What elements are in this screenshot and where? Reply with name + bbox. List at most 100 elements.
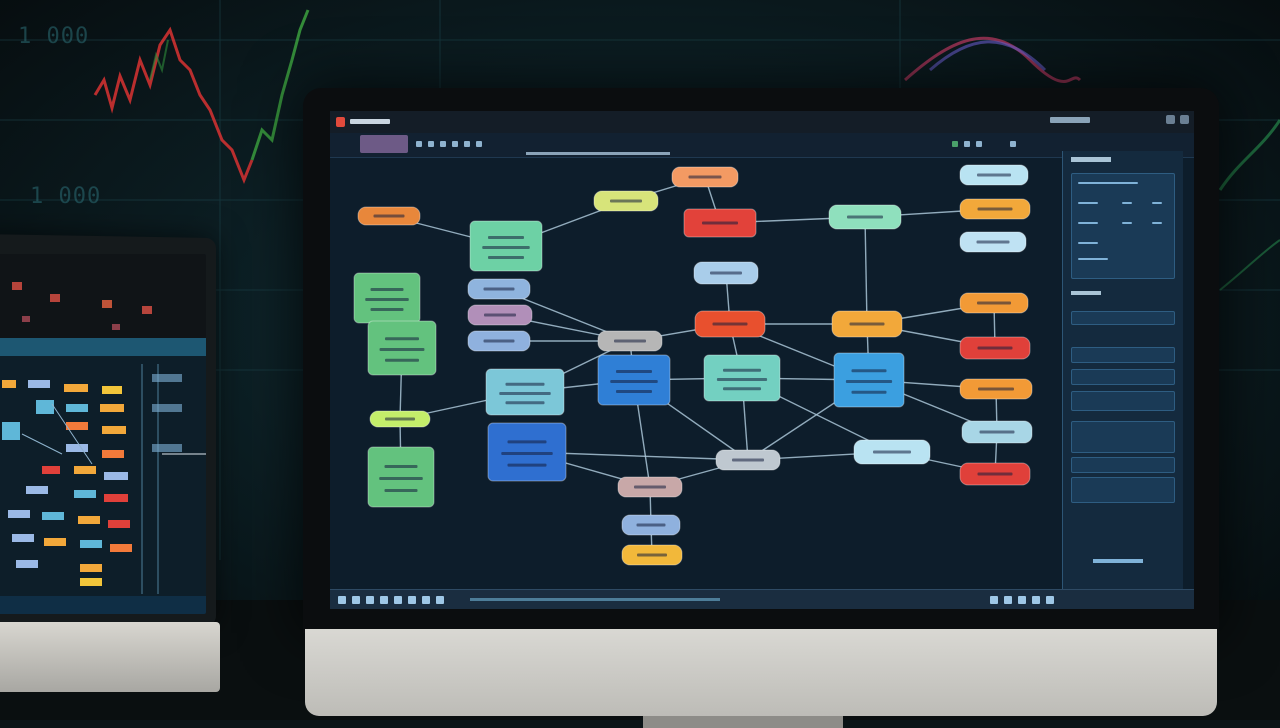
- status-icon[interactable]: [408, 596, 416, 604]
- diagram-node[interactable]: [367, 320, 437, 376]
- monitor-screen: [330, 111, 1194, 609]
- diagram-node-label: [370, 308, 404, 311]
- toolbar-icon[interactable]: [976, 141, 982, 147]
- diagram-node[interactable]: [961, 420, 1033, 444]
- panel-row[interactable]: [1071, 457, 1175, 473]
- status-icon[interactable]: [352, 596, 360, 604]
- status-icon[interactable]: [380, 596, 388, 604]
- horizontal-scrollbar[interactable]: [526, 152, 670, 155]
- diagram-node[interactable]: [715, 449, 781, 471]
- diagram-node[interactable]: [597, 354, 671, 406]
- diagram-node-label: [610, 380, 658, 383]
- diagram-canvas[interactable]: [330, 157, 1058, 589]
- tab-active[interactable]: [360, 135, 408, 153]
- toolbar-icon[interactable]: [464, 141, 470, 147]
- diagram-node[interactable]: [959, 336, 1031, 360]
- toolbar-icon[interactable]: [428, 141, 434, 147]
- diagram-node-label: [370, 288, 404, 291]
- diagram-node[interactable]: [828, 204, 902, 230]
- diagram-node[interactable]: [593, 190, 659, 212]
- diagram-node[interactable]: [833, 352, 905, 408]
- diagram-node[interactable]: [487, 422, 567, 482]
- status-icon[interactable]: [1018, 596, 1026, 604]
- panel-footer: [1093, 559, 1143, 563]
- diagram-node[interactable]: [485, 368, 565, 416]
- diagram-node[interactable]: [617, 476, 683, 498]
- title-bar: [330, 111, 1194, 134]
- diagram-node-label: [385, 358, 419, 362]
- diagram-node[interactable]: [959, 292, 1029, 314]
- diagram-node[interactable]: [831, 310, 903, 338]
- diagram-node[interactable]: [467, 330, 531, 352]
- diagram-node[interactable]: [671, 166, 739, 188]
- diagram-node[interactable]: [369, 410, 431, 428]
- diagram-node[interactable]: [621, 514, 681, 536]
- diagram-node-label: [384, 489, 418, 492]
- diagram-node[interactable]: [683, 208, 757, 238]
- status-icon[interactable]: [436, 596, 444, 604]
- app-title: [350, 119, 390, 124]
- diagram-node[interactable]: [959, 198, 1031, 220]
- status-scroll[interactable]: [470, 598, 720, 601]
- toolbar-icon[interactable]: [416, 141, 422, 147]
- diagram-node-label: [616, 390, 652, 393]
- panel-row[interactable]: [1071, 391, 1175, 411]
- diagram-edge: [864, 216, 868, 325]
- toolbar-icon[interactable]: [452, 141, 458, 147]
- diagram-node[interactable]: [853, 439, 931, 465]
- diagram-node[interactable]: [703, 354, 781, 402]
- diagram-node[interactable]: [959, 462, 1031, 486]
- diagram-node[interactable]: [467, 304, 533, 326]
- monitor-stand: [643, 716, 843, 728]
- toolbar-icon[interactable]: [1010, 141, 1016, 147]
- minimize-icon[interactable]: [1166, 115, 1175, 124]
- diagram-node-label: [610, 199, 642, 203]
- status-icon[interactable]: [338, 596, 346, 604]
- status-icon[interactable]: [366, 596, 374, 604]
- diagram-node[interactable]: [959, 164, 1029, 186]
- panel-row[interactable]: [1071, 311, 1175, 325]
- status-icon[interactable]: [422, 596, 430, 604]
- diagram-node[interactable]: [353, 272, 421, 324]
- diagram-node[interactable]: [597, 330, 663, 352]
- diagram-node-label: [851, 390, 887, 394]
- status-icon[interactable]: [1032, 596, 1040, 604]
- diagram-node-label: [385, 337, 419, 341]
- diagram-node[interactable]: [959, 378, 1033, 400]
- diagram-node-label: [488, 256, 524, 259]
- diagram-node[interactable]: [621, 544, 683, 566]
- status-icon[interactable]: [1046, 596, 1054, 604]
- diagram-node[interactable]: [467, 278, 531, 300]
- diagram-node[interactable]: [367, 446, 435, 508]
- status-icon[interactable]: [990, 596, 998, 604]
- diagram-node-label: [702, 221, 738, 225]
- toolbar-icon[interactable]: [952, 141, 958, 147]
- diagram-node-label: [634, 485, 666, 489]
- status-icon[interactable]: [394, 596, 402, 604]
- diagram-node[interactable]: [357, 206, 421, 226]
- panel-subheader: [1071, 291, 1101, 295]
- panel-row[interactable]: [1071, 347, 1175, 363]
- diagram-node-label: [637, 553, 667, 557]
- status-bar: [330, 589, 1194, 609]
- diagram-node-label: [379, 477, 423, 480]
- close-icon[interactable]: [1180, 115, 1189, 124]
- panel-row[interactable]: [1071, 421, 1175, 453]
- diagram-node[interactable]: [693, 261, 759, 285]
- diagram-node-label: [384, 465, 418, 468]
- diagram-node[interactable]: [694, 310, 766, 338]
- laptop-base: [0, 622, 220, 692]
- toolbar-icon[interactable]: [440, 141, 446, 147]
- diagram-node-label: [365, 298, 409, 301]
- diagram-node[interactable]: [469, 220, 543, 272]
- toolbar-icon[interactable]: [476, 141, 482, 147]
- diagram-node[interactable]: [959, 231, 1027, 253]
- wall-chart-line: [93, 26, 254, 185]
- panel-row[interactable]: [1071, 369, 1175, 385]
- status-icon[interactable]: [1004, 596, 1012, 604]
- panel-row[interactable]: [1071, 477, 1175, 503]
- diagram-node-label: [616, 370, 652, 373]
- diagram-node-label: [614, 339, 646, 343]
- toolbar-icon[interactable]: [964, 141, 970, 147]
- diagram-node-label: [723, 387, 761, 391]
